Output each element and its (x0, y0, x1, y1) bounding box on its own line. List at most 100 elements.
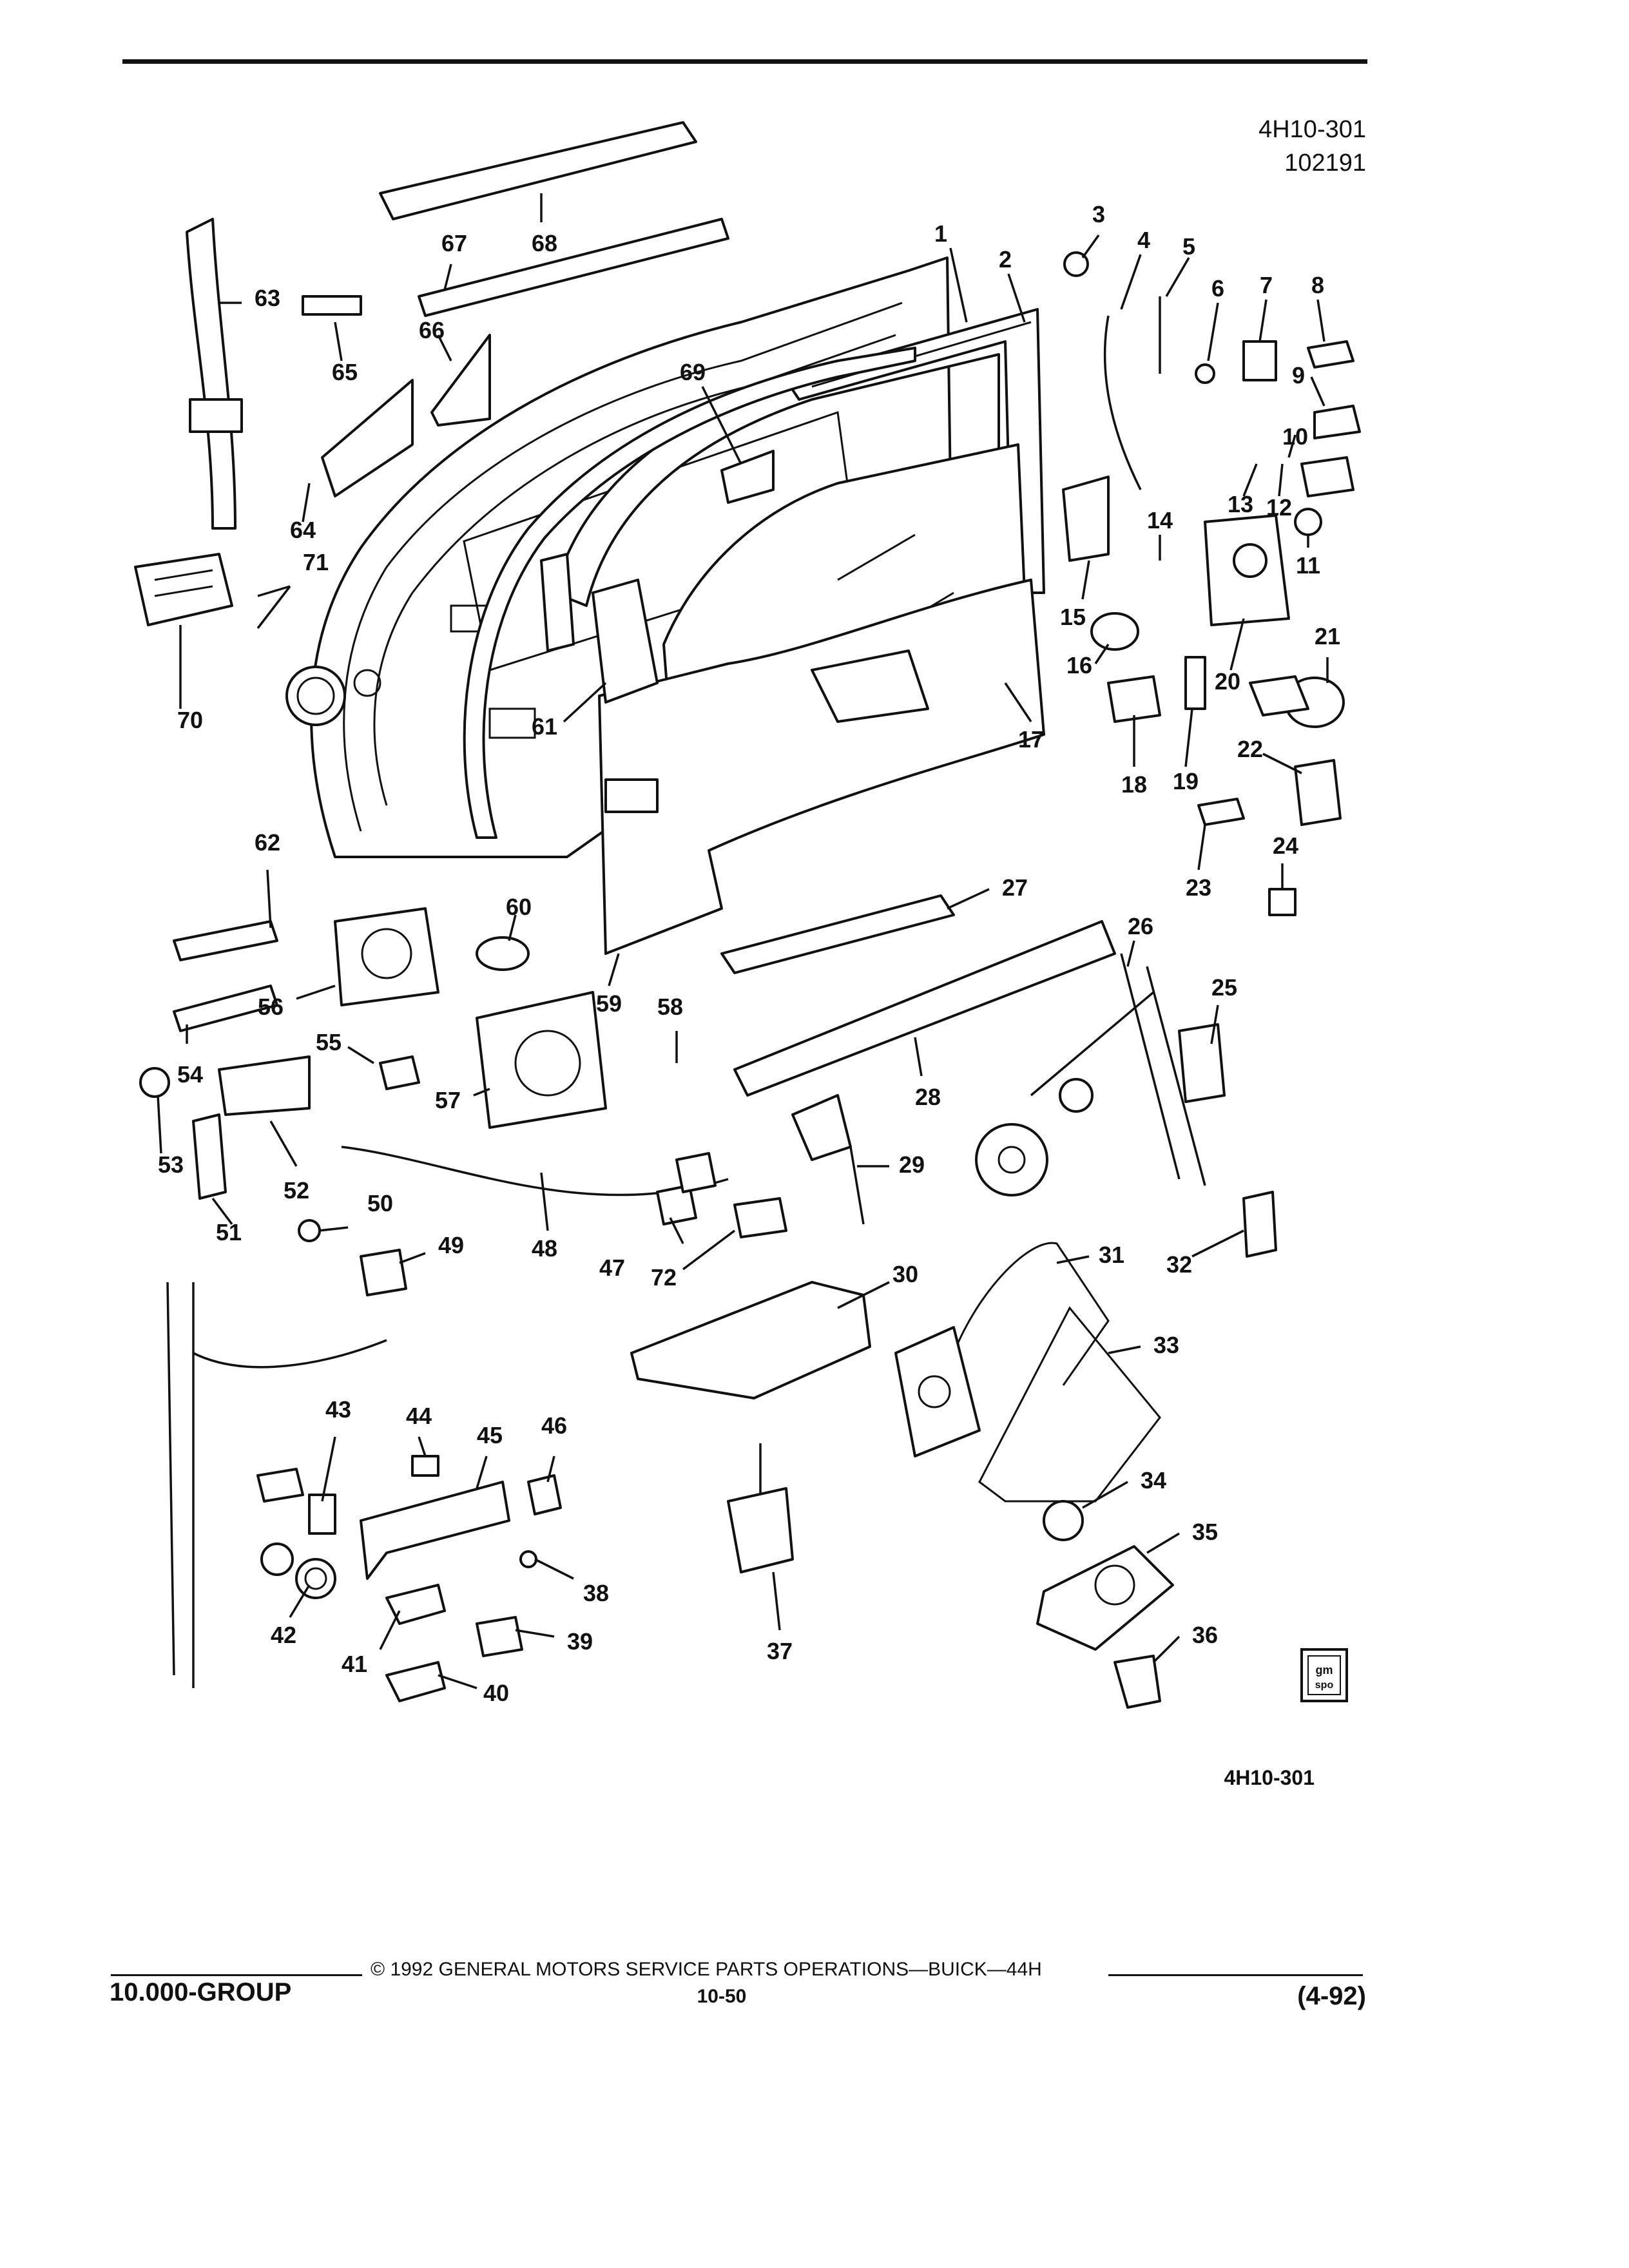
callout-37: 37 (767, 1638, 793, 1664)
callout-10: 10 (1282, 423, 1308, 450)
callout-19: 19 (1173, 768, 1199, 794)
outside-handle-group (256, 1455, 562, 1702)
callout-27: 27 (1002, 874, 1028, 901)
callout-1: 1 (934, 220, 947, 247)
callout-38: 38 (583, 1580, 609, 1606)
footer-rule-left (111, 1974, 362, 1976)
callout-71: 71 (303, 549, 329, 575)
top-rule (122, 59, 1367, 64)
callout-48: 48 (532, 1235, 557, 1262)
part-37 (727, 1487, 794, 1573)
date-code: 102191 (1284, 149, 1366, 177)
callout-42: 42 (271, 1622, 296, 1648)
callout-61: 61 (532, 713, 557, 740)
part-63 (186, 218, 243, 530)
callout-12: 12 (1266, 494, 1292, 521)
leader-lines (157, 193, 1329, 1689)
callout-16: 16 (1066, 652, 1092, 678)
callout-45: 45 (477, 1422, 503, 1448)
callout-67: 67 (441, 230, 467, 256)
callout-15: 15 (1060, 604, 1086, 630)
callout-21: 21 (1315, 623, 1340, 649)
callout-58: 58 (657, 994, 683, 1020)
callout-26: 26 (1128, 913, 1153, 939)
callout-30: 30 (892, 1261, 918, 1287)
callout-14: 14 (1147, 507, 1173, 533)
callout-18: 18 (1121, 771, 1147, 798)
callout-60: 60 (506, 894, 532, 920)
part-30 (630, 1281, 871, 1399)
callout-9: 9 (1292, 362, 1305, 389)
part-26 (975, 953, 1206, 1196)
callout-35: 35 (1192, 1519, 1218, 1545)
callout-7: 7 (1260, 272, 1273, 298)
part-67 (418, 218, 729, 317)
callout-56: 56 (258, 994, 284, 1020)
callout-4: 4 (1137, 227, 1150, 253)
callout-70: 70 (177, 707, 203, 733)
footer-revision: (4-92) (1297, 1982, 1366, 2010)
callout-65: 65 (332, 359, 358, 385)
part-33 (894, 1242, 1161, 1503)
callout-28: 28 (915, 1084, 941, 1110)
callout-11: 11 (1296, 552, 1320, 579)
footer-copyright: © 1992 GENERAL MOTORS SERVICE PARTS OPER… (371, 1959, 1042, 1980)
callout-17: 17 (1018, 726, 1044, 753)
callout-31: 31 (1099, 1242, 1124, 1268)
callout-23: 23 (1186, 874, 1211, 901)
callout-39: 39 (567, 1628, 593, 1655)
callout-25: 25 (1211, 974, 1237, 1001)
logo-line-2: spo (1315, 1680, 1334, 1691)
callout-44: 44 (406, 1403, 432, 1429)
part-27 (720, 894, 955, 974)
trim-panel (598, 579, 1045, 955)
callout-54: 54 (177, 1061, 203, 1088)
callout-5: 5 (1182, 233, 1195, 260)
callout-63: 63 (255, 285, 280, 311)
callout-33: 33 (1153, 1332, 1179, 1358)
callout-59: 59 (596, 990, 622, 1017)
callout-40: 40 (483, 1680, 509, 1706)
callout-66: 66 (419, 317, 445, 343)
callout-2: 2 (999, 246, 1012, 273)
callout-50: 50 (367, 1190, 393, 1216)
callout-46: 46 (541, 1412, 567, 1439)
callout-32: 32 (1166, 1251, 1192, 1278)
callout-69: 69 (680, 359, 706, 385)
callout-53: 53 (158, 1151, 184, 1178)
callout-8: 8 (1311, 272, 1324, 298)
part-68 (379, 121, 697, 220)
callout-3: 3 (1092, 201, 1105, 227)
callout-68: 68 (532, 230, 557, 256)
body-outline (166, 1282, 387, 1688)
callout-labels: 1 2 3 4 5 6 7 8 9 10 11 12 13 14 15 16 1… (158, 201, 1340, 1706)
lock-hardware-group (1062, 251, 1361, 916)
callout-49: 49 (438, 1232, 464, 1258)
part-70 (134, 553, 233, 626)
callout-51: 51 (216, 1219, 242, 1245)
part-35 (1036, 1545, 1174, 1651)
footer-page-number: 10-50 (697, 1986, 747, 2007)
lock-cylinder-group (139, 907, 787, 1296)
callout-6: 6 (1211, 275, 1224, 302)
footer-group: 10.000-GROUP (110, 1978, 292, 2006)
callout-62: 62 (255, 829, 280, 856)
part-28 (733, 920, 1116, 1097)
callout-47: 47 (599, 1254, 625, 1281)
gm-spo-logo: gm spo (1300, 1648, 1348, 1702)
logo-line-1: gm (1316, 1664, 1333, 1677)
footer-rule-right (1108, 1974, 1363, 1976)
callout-36: 36 (1192, 1622, 1218, 1648)
callout-13: 13 (1228, 491, 1253, 517)
callout-22: 22 (1237, 736, 1263, 762)
callout-34: 34 (1141, 1467, 1166, 1494)
figure-reference: 4H10-301 (1224, 1766, 1315, 1789)
callout-55: 55 (316, 1029, 342, 1055)
callout-20: 20 (1215, 668, 1240, 695)
callout-72: 72 (651, 1264, 677, 1291)
callout-52: 52 (284, 1177, 309, 1204)
callout-41: 41 (342, 1651, 367, 1677)
callout-64: 64 (290, 517, 316, 543)
